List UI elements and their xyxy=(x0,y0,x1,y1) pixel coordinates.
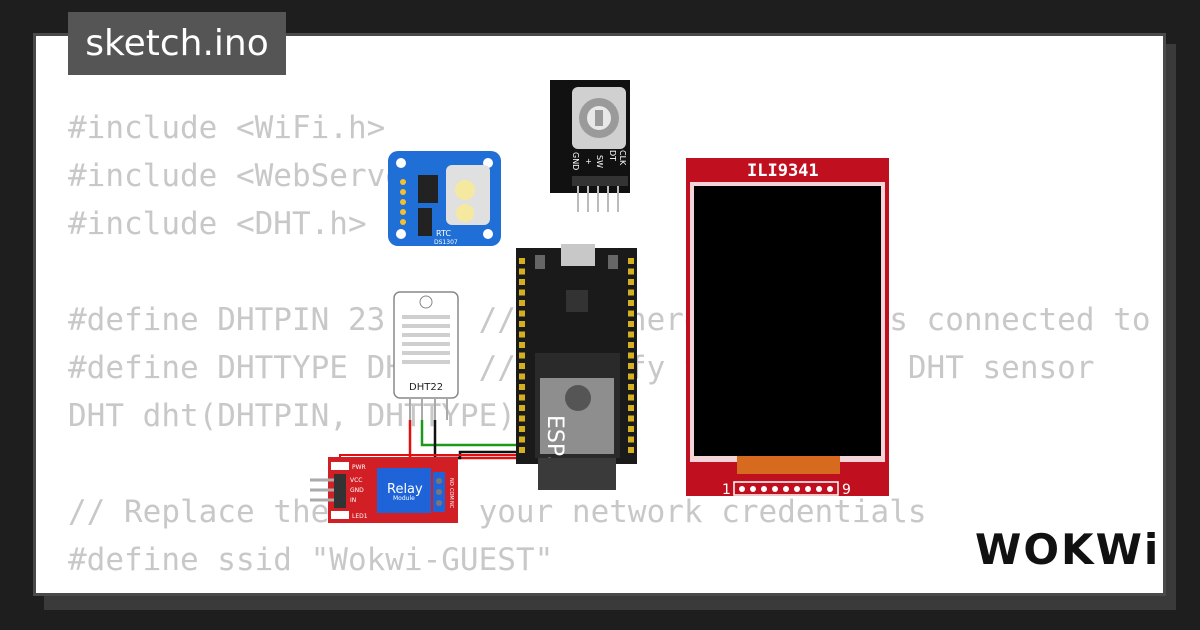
rtc-chip: DS1307 xyxy=(434,239,458,246)
esp32-pin xyxy=(519,279,525,285)
card-shadow-bottom xyxy=(44,596,1174,610)
relay-out-com: COM xyxy=(448,488,454,500)
esp32-pin xyxy=(519,310,525,317)
wokwi-logo: WOKWi xyxy=(975,525,1161,574)
esp32-pin xyxy=(519,405,525,411)
esp32-pin xyxy=(628,447,634,453)
esp32-pin xyxy=(519,447,525,453)
code-line: #include <WiFi.h> xyxy=(68,110,386,146)
esp32-pin xyxy=(628,300,634,306)
relay-out-no: NO xyxy=(448,478,454,486)
esp32-pin xyxy=(628,258,634,264)
display-pin-last: 9 xyxy=(842,482,851,498)
code-line: DHT dht(DHTPIN, DHTTYPE); xyxy=(68,398,535,434)
esp32-pin xyxy=(519,415,525,422)
encoder-pin-dt: DT xyxy=(608,150,617,161)
encoder-pin-gnd: GND xyxy=(571,152,580,170)
esp32-pin xyxy=(628,310,634,317)
esp32-pin xyxy=(519,268,525,275)
esp32-pin xyxy=(519,394,525,401)
esp32-pin xyxy=(519,321,525,327)
esp32-pin xyxy=(628,373,634,380)
esp32-pin xyxy=(519,258,525,264)
esp32-pin xyxy=(628,363,634,369)
relay-pin-in: IN xyxy=(350,497,356,504)
esp32-pin xyxy=(628,352,634,359)
relay-led-label: LED1 xyxy=(352,513,368,520)
esp32-pin xyxy=(628,405,634,411)
esp32-pin xyxy=(628,279,634,285)
relay-module[interactable]: PWR LED1 VCC GND IN Relay Module NO COM … xyxy=(310,457,458,523)
esp32-pin xyxy=(519,436,525,443)
encoder-pin-clk: CLK xyxy=(618,150,627,166)
esp32-pin xyxy=(519,289,525,296)
esp32-pin xyxy=(628,415,634,422)
card-shadow-right xyxy=(1166,44,1176,610)
esp32-pin xyxy=(519,331,525,338)
esp32-pin xyxy=(628,289,634,296)
esp32-pin xyxy=(519,384,525,390)
relay-label: Relay xyxy=(387,482,423,497)
display-label: ILI9341 xyxy=(747,161,819,181)
encoder-pin-sw: SW xyxy=(595,155,604,168)
rtc-label: RTC xyxy=(436,229,451,238)
display-pin-first: 1 xyxy=(722,482,731,498)
esp32-pin xyxy=(628,394,634,401)
relay-pin-vcc: VCC xyxy=(350,477,362,484)
ili9341-display[interactable]: ILI9341 1 9 xyxy=(686,158,889,498)
esp32-pin xyxy=(519,300,525,306)
esp32-pin xyxy=(628,436,634,443)
esp32-pin xyxy=(519,373,525,380)
esp32-pin xyxy=(628,321,634,327)
esp32-pin xyxy=(519,352,525,359)
relay-pwr-label: PWR xyxy=(352,464,366,471)
esp32-pin xyxy=(519,426,525,432)
esp32-pin xyxy=(628,331,634,338)
code-line: #define ssid "Wokwi-GUEST" xyxy=(68,542,554,578)
esp32-board[interactable]: ESP32 xyxy=(516,244,637,490)
relay-out-nc: NC xyxy=(448,501,454,509)
esp32-pin xyxy=(519,363,525,369)
rtc-module[interactable]: RTC DS1307 xyxy=(388,151,501,246)
esp32-pin xyxy=(519,342,525,348)
filename-tab[interactable]: sketch.ino xyxy=(68,12,286,75)
code-line: #include <DHT.h> xyxy=(68,206,367,242)
esp32-pin xyxy=(628,342,634,348)
esp32-pin xyxy=(628,268,634,275)
relay-sublabel: Module xyxy=(393,495,415,502)
dht22-label: DHT22 xyxy=(409,382,443,393)
dht22-sensor[interactable]: DHT22 xyxy=(393,291,459,420)
code-line: #define password "" xyxy=(68,584,1163,593)
rotary-encoder[interactable]: CLK DT SW + GND xyxy=(550,80,630,212)
relay-pin-gnd: GND xyxy=(350,487,364,494)
esp32-pin xyxy=(628,384,634,390)
encoder-pin-plus: + xyxy=(584,158,593,165)
esp32-pin xyxy=(628,426,634,432)
